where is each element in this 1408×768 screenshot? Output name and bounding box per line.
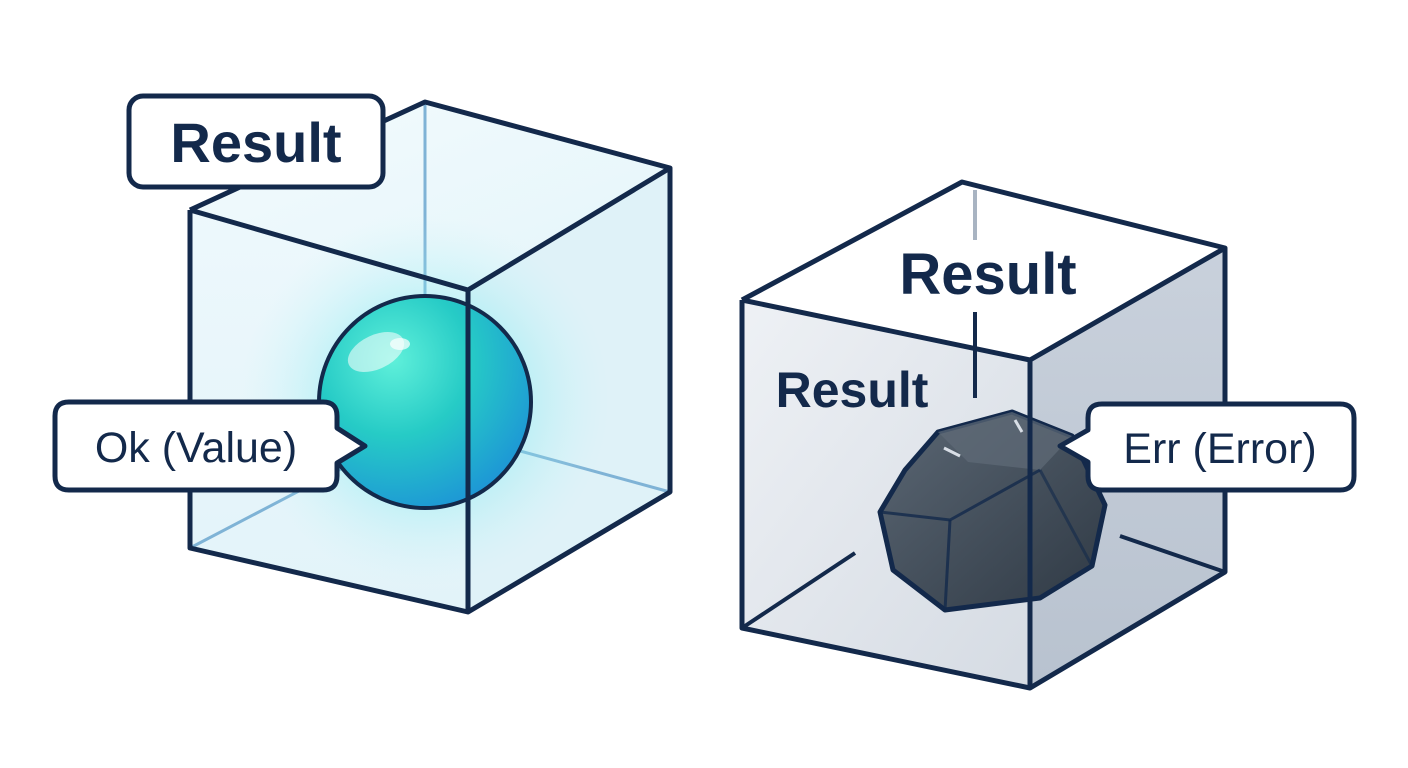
err-result-box: Result Result Err (Error) [739, 179, 1357, 691]
ok-result-box: Result Ok (Value) [52, 93, 673, 615]
err-box-back-edge [740, 551, 857, 630]
ok-box-outline [187, 99, 673, 615]
ok-value-callout: Ok (Value) [52, 399, 368, 493]
rock-icon [877, 409, 1108, 613]
glowing-sphere-icon [317, 294, 533, 510]
err-box-back-edge [1119, 534, 1226, 574]
err-result-title: Result [899, 242, 1076, 307]
ok-result-tag: Result [126, 93, 386, 190]
ok-result-title: Result [170, 111, 341, 174]
err-error-label: Err (Error) [1123, 425, 1316, 473]
err-box-outline [739, 179, 1228, 691]
err-result-side-label: Result [776, 362, 929, 418]
err-error-callout: Err (Error) [1057, 401, 1357, 493]
ok-value-label: Ok (Value) [95, 424, 297, 472]
